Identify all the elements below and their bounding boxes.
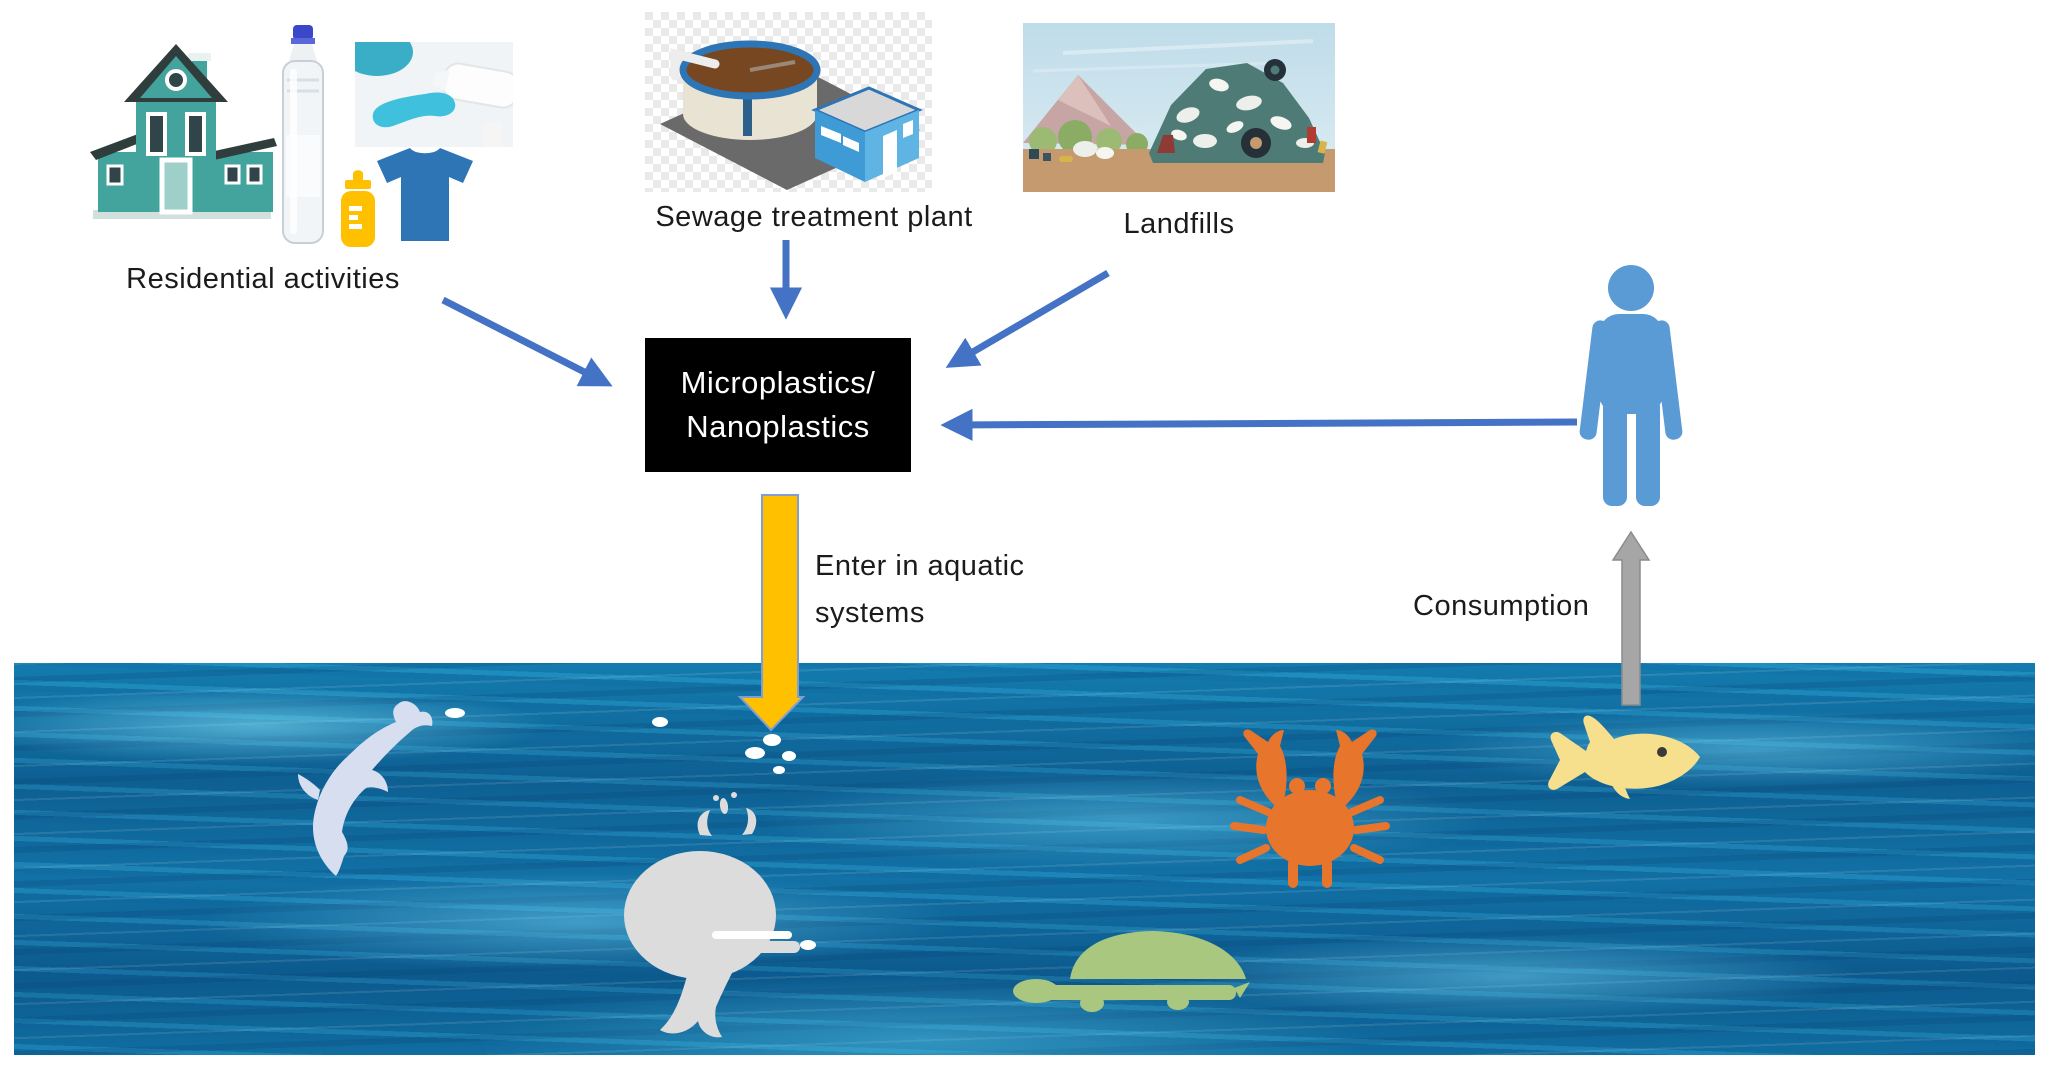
tshirt-icon [377,148,473,241]
tank-pipe [670,48,720,81]
trash-bottle [1059,156,1073,162]
toothpaste-cap-blur [355,42,413,76]
house-window [106,164,124,186]
toothpaste-icon [355,42,513,147]
trash-bag [1096,147,1114,159]
trash-yellow-bit [1317,140,1328,154]
water-bottle-icon [282,25,324,244]
baby-bottle-mark [349,224,362,229]
person-torso [1599,314,1663,414]
sewage-plant-icon [645,12,932,192]
tire-hole [1250,137,1262,149]
person-leg-left [1603,398,1627,506]
sky-streak [1032,61,1274,73]
building-front [815,110,865,182]
bush [1029,127,1057,155]
landfills-label: Landfills [1123,208,1235,240]
house-window [224,164,241,185]
person-arm-right [1652,320,1683,440]
enter-aquatic-line1: Enter in aquatic [815,550,1025,582]
house-window [246,164,263,185]
building-door [883,130,897,178]
flow-arrow-person [940,408,1578,441]
trash-bit [1043,153,1051,161]
house-window [185,112,206,156]
house-window [146,112,167,156]
trash-scrap [1270,116,1292,130]
bottle-cap [293,25,313,40]
trash-scrap [1171,129,1187,141]
baby-bottle-mark [349,206,362,211]
tank-skimmer-arm [749,60,796,72]
trash-bag [1073,141,1097,157]
house-round-window [165,69,187,91]
toothpaste-cap [483,122,503,147]
building-window [821,126,841,143]
flow-arrow-landfills [945,269,1110,368]
bottle-highlight [290,69,297,234]
trash-scrap [1226,121,1244,133]
flow-arrow-residential [441,296,613,387]
baby-bottle-icon [341,170,375,247]
house-right-roof [210,138,277,160]
landfills-source-group: Landfills [1023,23,1335,243]
toothpaste-gel [372,92,456,128]
person-icon [1579,265,1683,506]
trash-boot [1157,135,1175,153]
house-door [159,157,193,215]
sky-streak [1062,39,1314,55]
house-left-roof [90,134,142,160]
trash-red-bit [1307,127,1316,143]
toothpaste-tube [432,62,513,109]
sewage-source-group: Sewage treatment plant [634,12,994,242]
microplastics-box-line1: Microplastics/ [680,365,876,400]
trash-scrap [1193,134,1217,148]
trash-scrap [1176,107,1200,123]
baby-bottle-collar [345,180,371,189]
trash-scrap [1236,95,1262,111]
tshirt-shape [377,148,473,241]
bottle-cap-ring [291,38,315,44]
house-icon [90,44,277,219]
consumption-label: Consumption [1413,590,1590,622]
microplastics-box-line2: Nanoplastics [686,409,870,444]
baby-bottle-nipple [353,170,363,180]
person-leg-right [1636,398,1660,506]
bottle-neck [289,44,317,61]
house-chimney-cap [188,53,211,61]
baby-bottle-mark [349,215,358,220]
enter-aquatic-label: Enter in aquatic systems [815,543,1025,637]
tank-stripe [743,70,752,136]
tire-hole [1270,65,1280,75]
mountain-face [1058,75,1111,126]
residential-label: Residential activities [126,263,400,295]
trash-heap [1149,63,1325,163]
building-window [903,120,913,138]
trash-scrap [1209,78,1229,92]
building-window [843,136,859,152]
landfill-icon [1023,23,1335,192]
sewage-label: Sewage treatment plant [655,201,973,233]
person-arm-left [1579,320,1610,440]
ocean-water-band [14,663,2035,1055]
microplastics-box: Microplastics/ Nanoplastics [645,338,911,472]
enter-aquatic-line2: systems [815,597,925,629]
residential-source-group: Residential activities [88,25,518,295]
person-head [1608,265,1654,311]
trash-bit [1029,149,1039,159]
